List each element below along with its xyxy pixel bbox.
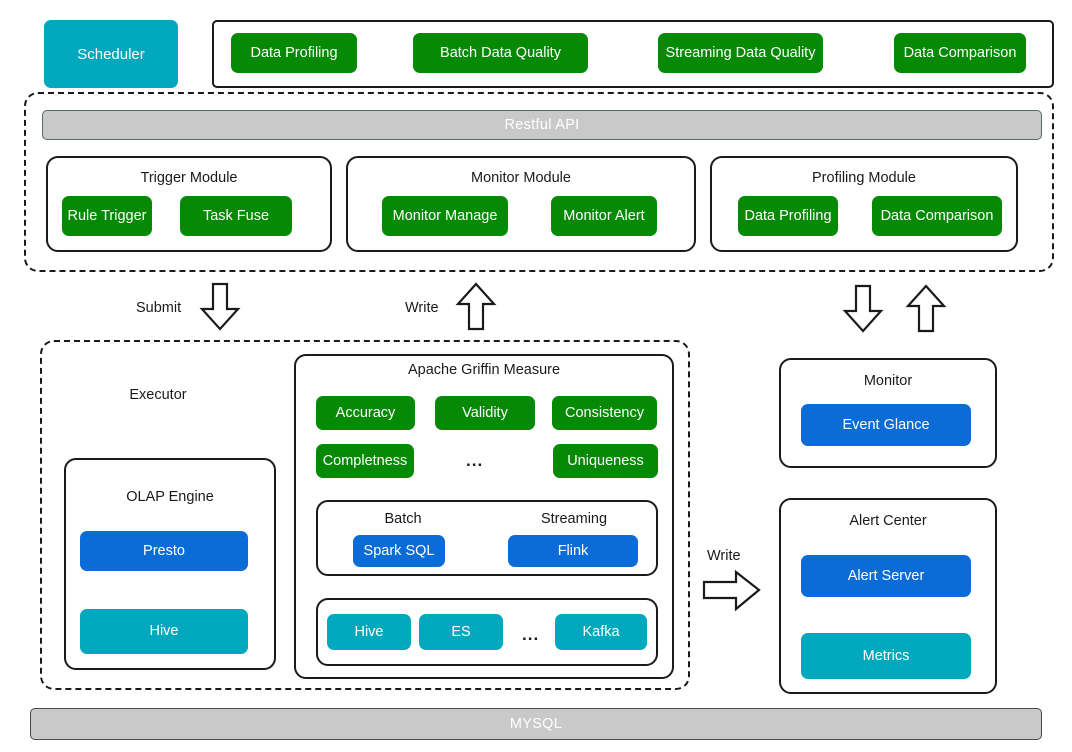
profiling-module-title: Profiling Module <box>812 170 916 186</box>
olap-engine-item-presto[interactable]: Presto <box>80 531 248 571</box>
write-up-arrow-label: Write <box>405 300 439 316</box>
write-up-arrow-icon <box>455 282 497 331</box>
executor-title: Executor <box>129 387 187 403</box>
mysql-storage-bar: MYSQL <box>30 708 1042 740</box>
batch-title: Batch <box>384 511 422 527</box>
sink-kafka[interactable]: Kafka <box>555 614 647 650</box>
streaming-title: Streaming <box>540 511 608 527</box>
service-chip-data-profiling[interactable]: Data Profiling <box>231 33 357 73</box>
olap-engine-title: OLAP Engine <box>126 489 214 505</box>
monitor-module-title: Monitor Module <box>471 170 571 186</box>
alert-center-title: Alert Center <box>849 513 927 529</box>
trigger-module-item-rule-trigger[interactable]: Rule Trigger <box>62 196 152 236</box>
restful-api-bar: Restful API <box>42 110 1042 140</box>
measure-dimension-consistency[interactable]: Consistency <box>552 396 657 430</box>
scheduler-block[interactable]: Scheduler <box>44 20 178 88</box>
service-chip-data-comparison[interactable]: Data Comparison <box>894 33 1026 73</box>
alert-center-item-metrics[interactable]: Metrics <box>801 633 971 679</box>
service-chip-streaming-data-quality[interactable]: Streaming Data Quality <box>658 33 823 73</box>
sinks-ellipsis: ... <box>522 625 540 644</box>
griffin-measure-title: Apache Griffin Measure <box>407 362 561 378</box>
batch-engine-spark-sql[interactable]: Spark SQL <box>353 535 445 567</box>
profiling-module-item-data-comparison[interactable]: Data Comparison <box>872 196 1002 236</box>
submit-arrow-icon <box>199 282 241 331</box>
monitor-module-item-monitor-alert[interactable]: Monitor Alert <box>551 196 657 236</box>
measure-dimension-validity[interactable]: Validity <box>435 396 535 430</box>
measure-dimension-accuracy[interactable]: Accuracy <box>316 396 415 430</box>
monitor-item-event-glance[interactable]: Event Glance <box>801 404 971 446</box>
alert-center-item-alert-server[interactable]: Alert Server <box>801 555 971 597</box>
write-right-arrow-icon <box>702 569 761 612</box>
monitor-down-arrow-icon <box>842 284 884 333</box>
monitor-panel-title: Monitor <box>863 373 913 389</box>
executor-container <box>40 340 690 690</box>
sink-hive[interactable]: Hive <box>327 614 411 650</box>
monitor-module-item-monitor-manage[interactable]: Monitor Manage <box>382 196 508 236</box>
service-chip-batch-data-quality[interactable]: Batch Data Quality <box>413 33 588 73</box>
service-layer-container <box>24 92 1054 272</box>
write-right-arrow-label: Write <box>707 548 741 564</box>
olap-engine-item-hive[interactable]: Hive <box>80 609 248 654</box>
profiling-module-item-data-profiling[interactable]: Data Profiling <box>738 196 838 236</box>
submit-arrow-label: Submit <box>136 300 182 316</box>
trigger-module-title: Trigger Module <box>140 170 238 186</box>
streaming-engine-flink[interactable]: Flink <box>508 535 638 567</box>
measure-dimension-completness[interactable]: Completness <box>316 444 414 478</box>
trigger-module-item-task-fuse[interactable]: Task Fuse <box>180 196 292 236</box>
monitor-up-arrow-icon <box>905 284 947 333</box>
sink-es[interactable]: ES <box>419 614 503 650</box>
measure-dimension-uniqueness[interactable]: Uniqueness <box>553 444 658 478</box>
measure-dimensions-ellipsis: ... <box>466 451 484 470</box>
